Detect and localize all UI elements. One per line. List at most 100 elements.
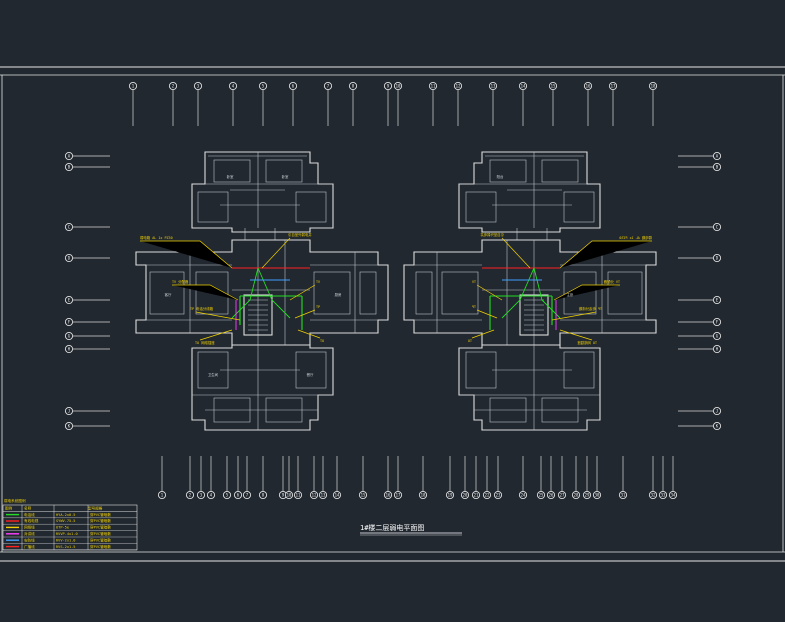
axis-bubble-bottom: 7 [242,456,252,500]
axis-bubble-bottom: 32 [648,456,658,500]
legend-name: 网络线 [24,525,35,530]
svg-text:F: F [68,320,71,325]
axis-bubble-bottom: 21 [471,456,481,500]
legend-spec: 穿PVC管暗敷 [90,512,111,517]
legend-spec: 穿PVC管暗敷 [90,525,111,530]
legend-model: RVV-2x1.0 [56,538,75,542]
legend-header: 图例 [5,506,13,511]
axis-bubble-bottom: 3 [196,456,206,500]
legend-model: UTP-5e [56,526,69,530]
legend-model: SYWV-75-5 [56,519,75,523]
axis-bubble-bottom: 29 [582,456,592,500]
svg-text:15: 15 [551,84,556,89]
svg-text:J: J [716,409,718,414]
axis-bubble-top: 7 [323,81,333,126]
svg-text:33: 33 [661,493,666,498]
axis-bubble-right: A [678,151,722,161]
axis-bubble-bottom: 20 [460,456,470,500]
axis-bubble-left: J [64,406,110,416]
svg-text:E: E [68,298,71,303]
drawing-title: 1#楼二层弱电平面图 [360,523,462,536]
svg-text:31: 31 [621,493,626,498]
svg-text:17: 17 [611,84,616,89]
svg-text:15: 15 [361,493,366,498]
svg-text:9: 9 [387,84,390,89]
legend-model: RVVP-4x1.0 [56,532,78,536]
room-label: 卧室 [282,174,289,179]
svg-text:5: 5 [226,493,229,498]
svg-text:4: 4 [232,84,235,89]
svg-text:16: 16 [386,493,391,498]
axis-bubble-bottom: 28 [571,456,581,500]
svg-text:D: D [716,256,719,261]
axis-bubble-bottom: 4 [206,456,216,500]
svg-text:14: 14 [335,493,340,498]
room-label: 客厅 [165,292,172,297]
svg-text:G: G [68,334,71,339]
legend-header: 名称 [24,506,32,511]
axis-bubble-right: H [678,344,722,354]
axis-bubble-left: E [64,295,110,305]
svg-text:14: 14 [521,84,526,89]
room-label: 阳台 [497,174,504,179]
axis-bubble-left: B [64,162,110,172]
room-label: 餐厅 [307,372,314,377]
axis-bubble-bottom: 14 [332,456,342,500]
room-label: 卧室 [227,174,234,179]
legend-row: 网络线 UTP-5e 穿PVC管暗敷 [3,525,137,531]
axis-bubble-bottom: 27 [557,456,567,500]
svg-text:8: 8 [262,493,265,498]
axis-bubble-bottom: 25 [536,456,546,500]
svg-text:27: 27 [560,493,565,498]
axis-bubble-left: C [64,222,110,232]
svg-text:12: 12 [312,493,317,498]
svg-text:12: 12 [456,84,461,89]
axis-bubble-top: 11 [428,81,438,126]
axis-bubble-bottom: 30 [592,456,602,500]
svg-text:18: 18 [651,84,656,89]
axis-bubble-bottom: 15 [358,456,368,500]
svg-text:7: 7 [327,84,330,89]
axis-bubble-right: F [678,317,722,327]
legend-row: 电话线 HYA-2x0.5 穿PVC管暗敷 [3,512,137,518]
axis-bubble-bottom: 26 [546,456,556,500]
svg-text:1: 1 [132,84,135,89]
svg-text:K: K [68,424,71,429]
svg-text:19: 19 [448,493,453,498]
axis-bubble-bottom: 6 [233,456,243,500]
axis-bubble-bottom: 24 [518,456,528,500]
axis-bubble-bottom: 31 [618,456,628,500]
svg-text:34: 34 [671,493,676,498]
axis-bubble-bottom: 23 [493,456,503,500]
svg-text:11: 11 [296,493,301,498]
axis-bubble-top: 8 [348,81,358,126]
legend-header: 型号规格 [88,506,103,511]
axis-bubble-top: 10 [393,81,403,126]
axis-bubble-top: 6 [288,81,298,126]
svg-text:10: 10 [287,493,292,498]
axis-bubble-top: 5 [258,81,268,126]
legend-caption: 弱电系统图例 [4,498,26,503]
svg-text:F: F [716,320,719,325]
svg-text:26: 26 [549,493,554,498]
axis-bubble-right: G [678,331,722,341]
svg-text:B: B [68,165,71,170]
axis-bubble-bottom: 12 [309,456,319,500]
axis-bubble-top: 14 [518,81,528,126]
axis-bubble-bottom: 9 [278,456,288,500]
axis-bubble-bottom: 18 [418,456,428,500]
axis-bubble-top: 9 [383,81,393,126]
axis-bubble-left: H [64,344,110,354]
legend-model: HYA-2x0.5 [56,513,75,517]
room-label: 厨房 [335,292,342,297]
svg-text:8: 8 [352,84,355,89]
legend-name: 电话线 [24,512,35,517]
svg-text:G: G [716,334,719,339]
axis-bubble-top: 18 [648,81,658,126]
axis-bubble-bottom: 16 [383,456,393,500]
